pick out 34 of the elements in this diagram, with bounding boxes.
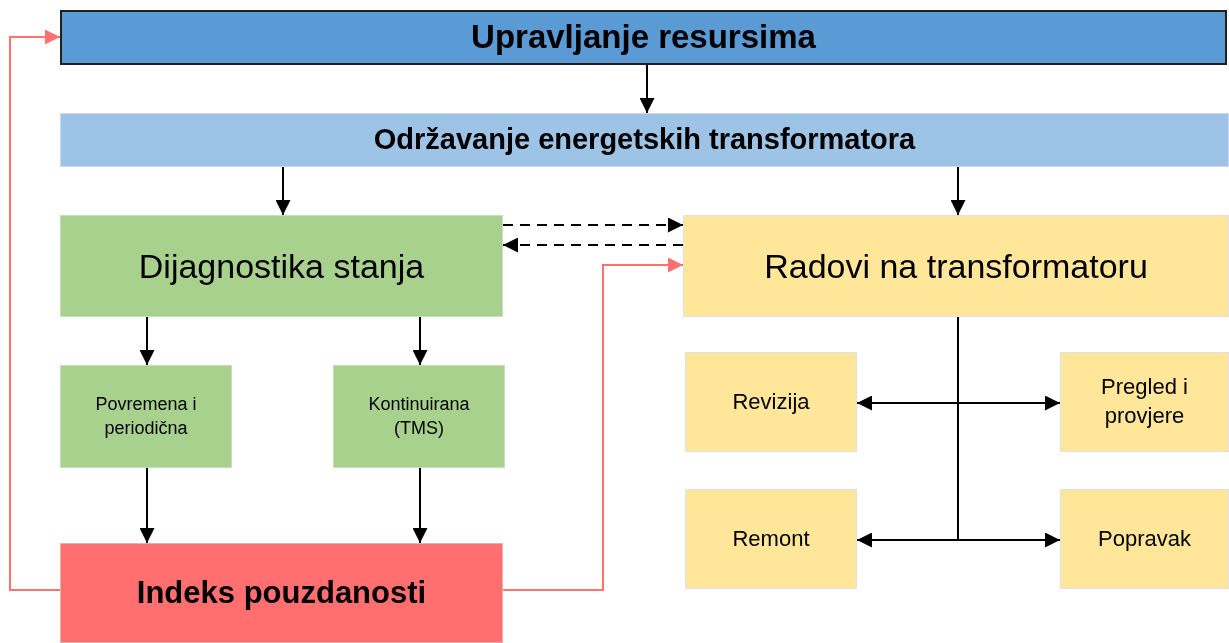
process-box	[685, 352, 857, 452]
arrow	[9, 29, 61, 591]
dashed-arrow	[502, 217, 684, 233]
box-label: Remont	[732, 524, 810, 553]
box-label: Povremena i periodična	[94, 393, 198, 440]
process-box	[333, 365, 505, 468]
box-label: Pregled i provjere	[1100, 373, 1189, 430]
process-box	[685, 489, 857, 589]
arrow	[139, 467, 155, 544]
arrow	[139, 316, 155, 366]
arrow	[950, 166, 966, 216]
process-box	[60, 543, 503, 643]
process-box	[60, 113, 1229, 167]
box-label: Dijagnostika stanja	[138, 245, 425, 287]
box-label: Upravljanje resursima	[471, 17, 816, 58]
process-box	[683, 215, 1229, 317]
arrow	[412, 316, 428, 366]
process-box	[60, 10, 1227, 65]
process-box	[1060, 352, 1229, 452]
process-box	[1060, 489, 1229, 589]
box-label: Održavanje energetskih transformatora	[373, 122, 916, 158]
arrow	[957, 316, 1061, 548]
box-label: Kontinuirana (TMS)	[367, 393, 471, 440]
arrow	[502, 257, 684, 591]
box-label: Revizija	[732, 387, 810, 416]
process-box	[60, 215, 503, 317]
arrow	[639, 64, 655, 114]
arrow	[275, 166, 291, 216]
box-label: Radovi na transformatoru	[764, 245, 1148, 287]
process-box	[60, 365, 232, 468]
box-label: Popravak	[1098, 524, 1191, 553]
dashed-arrow	[502, 237, 684, 253]
arrow	[412, 467, 428, 544]
box-label: Indeks pouzdanosti	[136, 573, 427, 612]
